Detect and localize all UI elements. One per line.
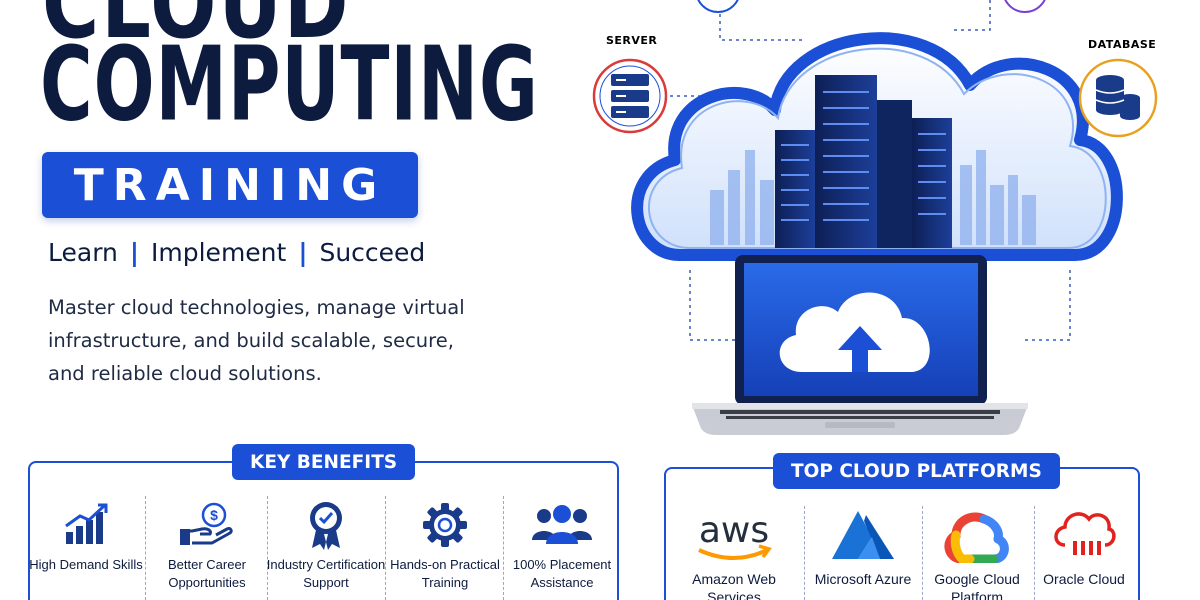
gear-icon [385,496,505,554]
training-badge: TRAINING [42,152,418,218]
team-icon [502,496,622,554]
city-skyline [710,150,1036,245]
connector-lines [670,0,1080,341]
platform-label: Oracle Cloud [1043,571,1125,587]
tagline-word-1: Learn [48,238,118,267]
top-platforms-panel [664,467,1140,600]
divider [503,496,504,600]
cloud-upload-icon [779,292,930,372]
aws-logo-icon: aws [676,505,792,567]
divider [267,496,268,600]
benefit-label: Better Career Opportunities [167,557,247,590]
platform-item-google-cloud: Google Cloud Platform [919,505,1035,600]
benefit-item-certification: Industry Certification Support [266,496,386,592]
azure-logo-icon [805,505,921,567]
database-icon [1078,58,1158,138]
aws-logo-text: aws [699,510,769,551]
google-cloud-logo-icon [919,505,1035,567]
benefit-label: High Demand Skills [29,557,143,572]
tagline-word-2: Implement [151,238,287,267]
tagline-separator: | [129,238,140,267]
certificate-badge-icon [266,496,386,554]
network-icon [1004,0,1046,13]
svg-text:$: $ [210,507,218,523]
tagline-separator: | [298,238,308,267]
platform-label: Amazon Web Services [692,571,776,600]
growth-chart-icon [26,496,146,554]
benefit-item-hands-on: Hands-on Practical Training [385,496,505,592]
benefit-item-high-demand: High Demand Skills [26,496,146,574]
platform-item-oracle: Oracle Cloud [1026,505,1142,588]
money-hand-icon: $ [147,496,267,554]
oracle-cloud-icon [1026,505,1142,567]
platform-item-aws: aws Amazon Web Services [676,505,792,600]
benefit-item-placement: 100% Placement Assistance [502,496,622,592]
divider [145,496,146,600]
key-benefits-panel [28,461,619,600]
top-platforms-title: TOP CLOUD PLATFORMS [773,453,1060,489]
benefit-label: Industry Certification Support [266,557,386,590]
benefit-label: Hands-on Practical Training [390,557,500,590]
server-icon [592,58,668,134]
benefit-label: 100% Placement Assistance [512,557,612,590]
description: Master cloud technologies, manage virtua… [48,296,465,385]
divider [385,496,386,600]
database-label: DATABASE [1088,38,1156,51]
server-label: SERVER [606,34,657,47]
training-badge-label: TRAINING [73,159,387,211]
benefit-item-career: $ Better Career Opportunities [147,496,267,592]
platform-item-azure: Microsoft Azure [805,505,921,588]
cloud-illustration: SERVER DATABASE [592,0,1158,435]
divider [804,506,805,600]
tagline-word-3: Succeed [319,238,426,267]
platform-label: Google Cloud Platform [934,571,1020,600]
datacenter-building-icon [775,75,952,248]
divider [922,506,923,600]
title-line-1: CLOUD [42,0,351,61]
divider [1034,506,1035,600]
key-benefits-title: KEY BENEFITS [232,444,416,480]
globe-icon [697,0,739,13]
platform-label: Microsoft Azure [814,571,912,587]
title-line-2: COMPUTING [40,26,539,145]
tagline: Learn | Implement | Succeed [48,238,425,267]
